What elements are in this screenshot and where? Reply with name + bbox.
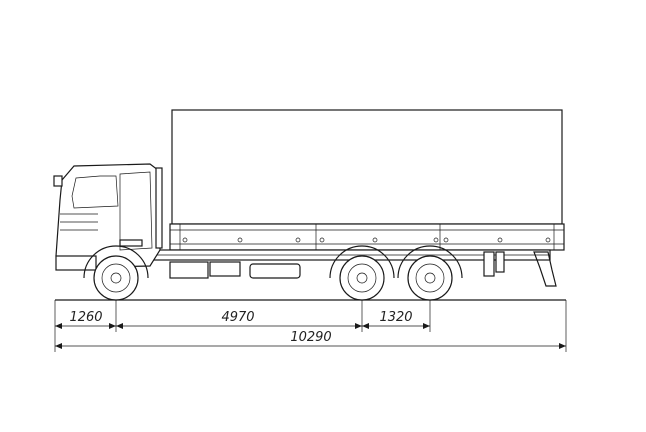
front-wheel [83, 245, 149, 301]
dimension-lines [54, 300, 567, 352]
dim-wheelbase: 4970 [221, 310, 254, 325]
cargo-body [169, 109, 565, 251]
chassis-frame [149, 249, 557, 287]
dim-rear-axle-spacing: 1320 [379, 310, 412, 325]
dim-front-overhang: 1260 [69, 310, 102, 325]
dim-overall-length: 10290 [290, 330, 331, 345]
truck-cab [53, 163, 163, 271]
